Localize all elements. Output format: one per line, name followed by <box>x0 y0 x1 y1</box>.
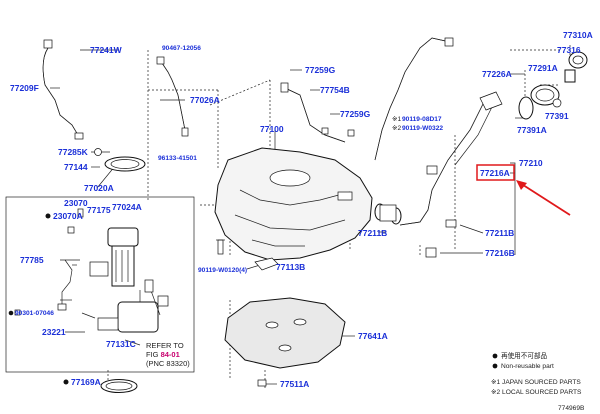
part-labels: 77241W 90467-12056 77209F 77026A 77285K … <box>8 30 593 389</box>
label-77259G-top[interactable]: 77259G <box>305 65 336 75</box>
legend-non-reusable-en: Non-reusable part <box>501 363 554 370</box>
label-90119-W0120[interactable]: 90119-W0120(4) <box>198 267 247 274</box>
gasket-77169A[interactable] <box>100 379 138 393</box>
label-96133-41501[interactable]: 96133-41501 <box>158 155 197 162</box>
label-77026A[interactable]: 77026A <box>190 95 220 105</box>
fig-ref-text: FIG 84-01 <box>146 350 180 359</box>
label-77211B[interactable]: 77211B <box>485 228 514 238</box>
label-90119-W0322[interactable]: 90119-W0322 <box>402 125 443 132</box>
small-clips <box>14 208 84 316</box>
diagram-id: 774969B <box>558 405 585 412</box>
label-90119-08D17[interactable]: 90119-08D17 <box>402 116 442 123</box>
vent-tube-77754B[interactable] <box>280 82 346 143</box>
label-23221[interactable]: 23221 <box>42 327 66 337</box>
gauge-sender-wire-77785[interactable] <box>57 259 73 311</box>
label-77241W[interactable]: 77241W <box>90 45 123 55</box>
cap-77310A[interactable] <box>568 51 588 69</box>
filler-hose-77211B[interactable] <box>374 203 402 225</box>
clip-77216B[interactable] <box>425 247 437 258</box>
local-marker: ※2 <box>392 125 402 132</box>
label-23070A[interactable]: 23070A <box>53 211 83 221</box>
label-77209F[interactable]: 77209F <box>10 83 39 93</box>
label-77169A[interactable]: 77169A <box>71 377 101 387</box>
legend-japan-sourced: ※1 JAPAN SOURCED PARTS <box>491 379 581 386</box>
breather-tube-77226A[interactable] <box>374 37 454 161</box>
seal-77391[interactable] <box>552 98 562 108</box>
bolts-90119-W0120[interactable] <box>216 239 225 255</box>
heat-shield-77641A[interactable] <box>224 297 346 369</box>
jp-marker: ※1 <box>392 116 402 123</box>
legend: 再使用不可部品 Non-reusable part ※1 JAPAN SOURC… <box>491 351 585 412</box>
non-reusable-mark <box>8 310 14 316</box>
label-90301-07046[interactable]: 90301-07046 <box>15 310 54 317</box>
label-77131C[interactable]: 77131C <box>106 339 136 349</box>
clamp-77285K[interactable] <box>94 148 102 156</box>
clip-77216A[interactable] <box>426 165 438 175</box>
ring-77316[interactable] <box>564 69 576 83</box>
label-77211B-left[interactable]: 77211B <box>358 228 387 238</box>
label-77641A[interactable]: 77641A <box>358 331 388 341</box>
fuel-pump-assembly[interactable] <box>89 227 169 333</box>
label-77216B[interactable]: 77216B <box>485 248 515 258</box>
reference-note: REFER TO FIG 84-01 (PNC 83320) <box>146 341 190 368</box>
legend-local-sourced: ※2 LOCAL SOURCED PARTS <box>491 389 582 396</box>
clip-77511A[interactable] <box>257 379 267 387</box>
label-77754B[interactable]: 77754B <box>320 85 350 95</box>
label-77175[interactable]: 77175 <box>87 205 111 215</box>
label-77285K[interactable]: 77285K <box>58 147 89 157</box>
filler-neck-77291A[interactable] <box>530 84 560 106</box>
pnc-ref-text: (PNC 83320) <box>146 359 190 368</box>
label-77785[interactable]: 77785 <box>20 255 44 265</box>
label-77511A[interactable]: 77511A <box>280 379 309 389</box>
non-reusable-mark <box>45 213 51 219</box>
non-reusable-symbol <box>492 353 498 359</box>
label-77391A[interactable]: 77391A <box>517 125 547 135</box>
label-77310A[interactable]: 77310A <box>563 30 593 40</box>
breather-hose-77209F[interactable] <box>42 39 84 140</box>
highlight-arrow <box>516 180 571 216</box>
label-77226A[interactable]: 77226A <box>482 69 512 79</box>
bracket-77113B[interactable] <box>254 257 279 271</box>
label-77259G[interactable]: 77259G <box>340 109 371 119</box>
label-90467-12056[interactable]: 90467-12056 <box>162 45 201 52</box>
label-77391[interactable]: 77391 <box>545 111 569 121</box>
non-reusable-symbol <box>492 363 498 369</box>
label-77316[interactable]: 77316 <box>557 45 581 55</box>
fig-link[interactable]: 84-01 <box>161 350 180 359</box>
label-77024A[interactable]: 77024A <box>112 202 142 212</box>
highlight-box <box>476 164 515 181</box>
filler-pipe-77210[interactable] <box>399 99 494 226</box>
vent-hose-77026A[interactable] <box>156 56 189 137</box>
retainer-ring-77144[interactable] <box>104 156 146 172</box>
label-77216A[interactable]: 77216A <box>480 168 510 178</box>
clip-77259G[interactable] <box>321 127 355 137</box>
label-77100[interactable]: 77100 <box>260 124 284 134</box>
legend-non-reusable-jp: 再使用不可部品 <box>501 351 548 360</box>
label-77144[interactable]: 77144 <box>64 162 88 172</box>
refer-to-text: REFER TO <box>146 341 184 350</box>
gasket-77391A[interactable] <box>518 96 534 120</box>
fuel-pump-subassembly-box <box>5 196 195 373</box>
vent-pipe-upper[interactable] <box>479 91 503 111</box>
label-77210[interactable]: 77210 <box>519 158 543 168</box>
clip-77211B[interactable] <box>445 219 457 228</box>
label-77020A[interactable]: 77020A <box>84 183 114 193</box>
non-reusable-mark <box>63 379 69 385</box>
label-77113B[interactable]: 77113B <box>276 262 305 272</box>
label-23070[interactable]: 23070 <box>64 198 88 208</box>
label-77291A[interactable]: 77291A <box>528 63 558 73</box>
fuel-tank-77100[interactable] <box>214 147 373 261</box>
